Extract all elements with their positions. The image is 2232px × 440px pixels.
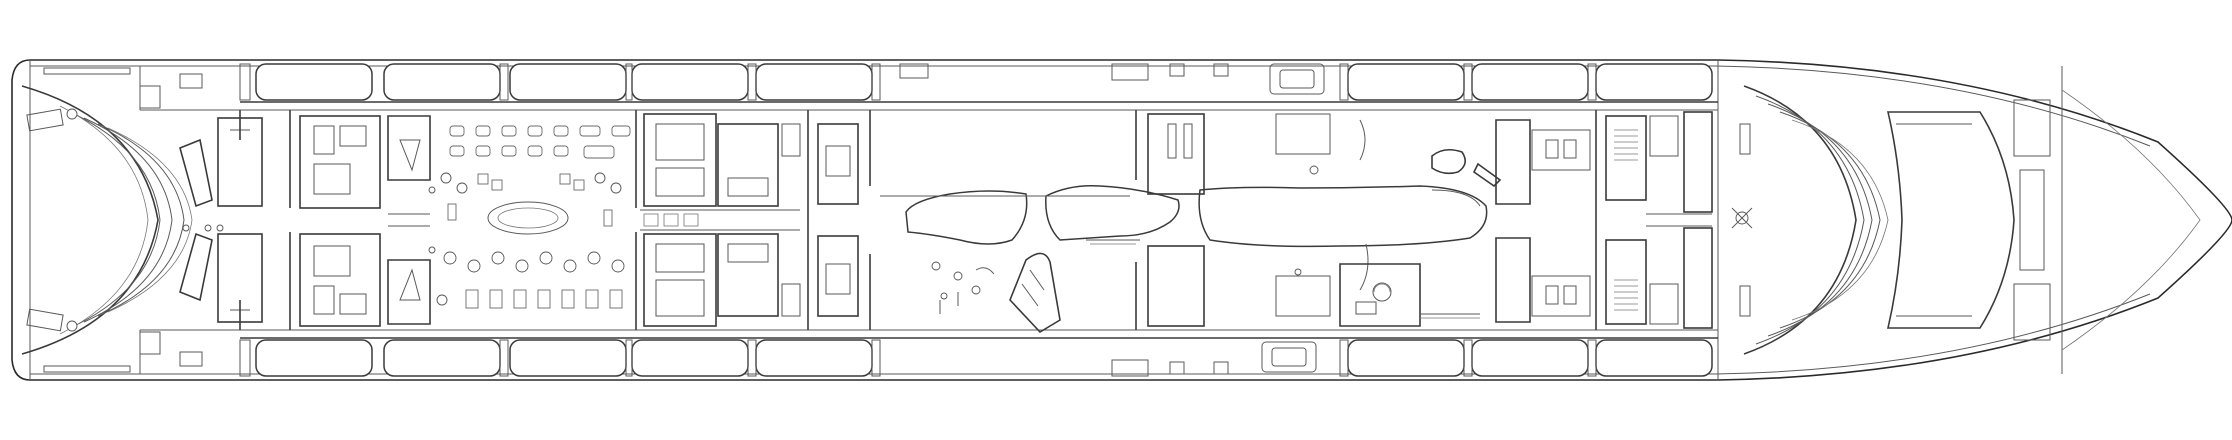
bow-area	[2061, 66, 2201, 374]
lounge-curve-2	[1045, 184, 1180, 241]
forward-theater	[1731, 85, 2051, 355]
lifeboat	[631, 63, 749, 101]
lifeboat	[1471, 63, 1589, 101]
lifeboat	[255, 63, 373, 101]
theater-stage	[1886, 111, 2015, 329]
midship-service	[640, 113, 859, 327]
lounge-curve-3	[1198, 185, 1488, 248]
lifeboat	[509, 339, 627, 377]
lifeboats-starboard	[239, 339, 1713, 377]
lifeboat	[383, 339, 501, 377]
lounge-curve-1	[905, 190, 1028, 245]
lifeboat	[383, 63, 501, 101]
lifeboats-port	[239, 63, 1713, 101]
forward-lobby	[1605, 111, 1713, 329]
partition-walls	[239, 110, 1597, 330]
lifeboat	[755, 339, 873, 377]
lifeboat	[1595, 63, 1713, 101]
lifeboat	[1595, 339, 1713, 377]
lifeboat	[755, 63, 873, 101]
lounge-seating	[428, 125, 631, 309]
lifeboat	[1471, 339, 1589, 377]
lifeboat	[1347, 63, 1465, 101]
forward-lounges	[1147, 113, 1591, 327]
lifeboat	[509, 63, 627, 101]
lifeboat	[255, 339, 373, 377]
atrium	[905, 119, 1502, 334]
aft-galley	[299, 115, 431, 327]
central-bar	[487, 201, 569, 235]
aft-theater	[21, 65, 203, 375]
lifeboat	[631, 339, 749, 377]
inner-hull-line	[34, 65, 2151, 375]
lifeboat	[1347, 339, 1465, 377]
